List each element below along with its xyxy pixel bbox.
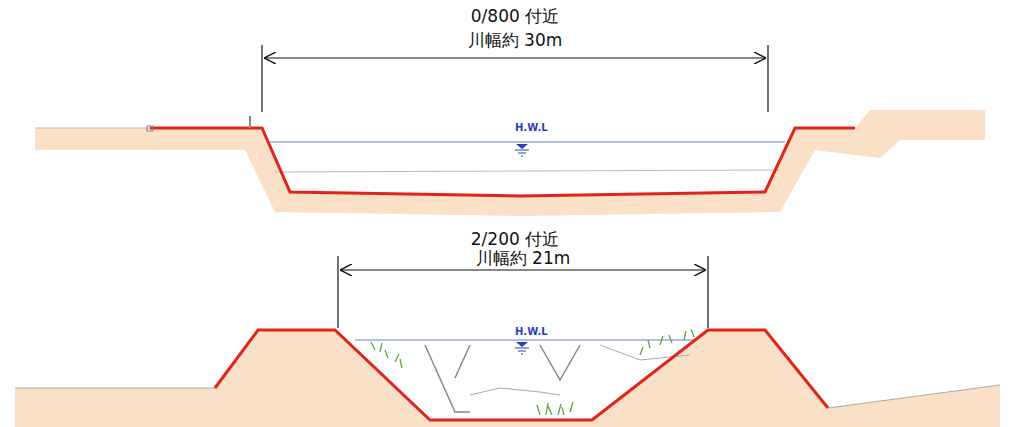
section-title: 0/800 付近	[471, 6, 559, 26]
section-title: 2/200 付近	[471, 229, 559, 249]
water-level-label: H.W.L	[515, 326, 548, 338]
section-lower	[15, 256, 1000, 427]
section-upper	[35, 45, 985, 216]
water-level-label: H.W.L	[515, 122, 548, 134]
width-dimension: 川幅約 21m	[476, 248, 571, 268]
width-dimension: 川幅約 30m	[468, 30, 563, 50]
